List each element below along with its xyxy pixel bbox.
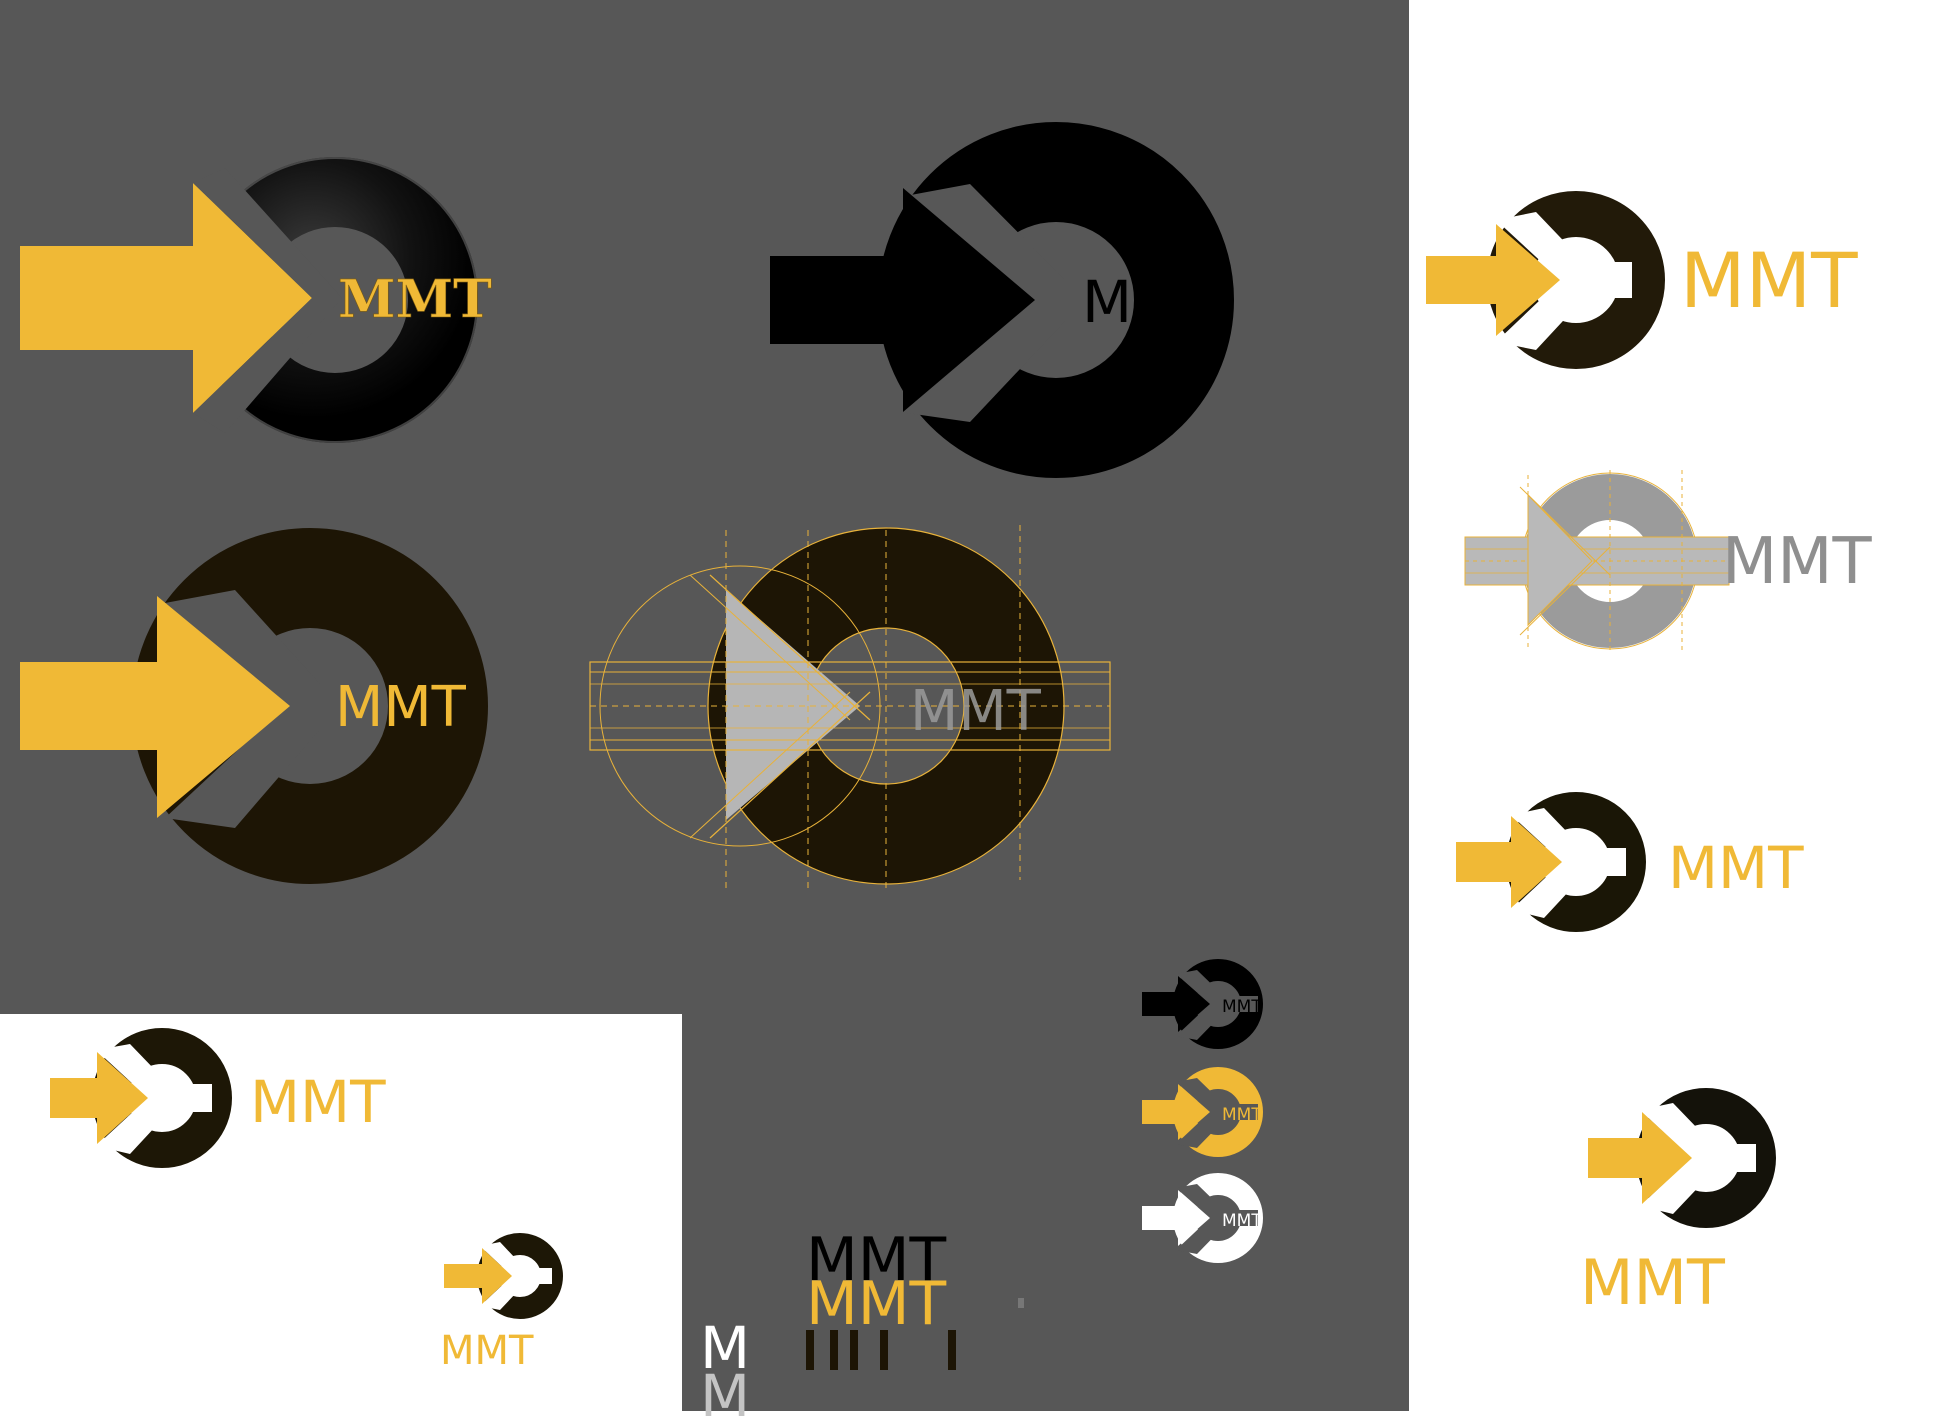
wordmark-black-study: MMT — [806, 1225, 947, 1295]
wordmark-gold-study: MMT — [806, 1269, 947, 1339]
arrow-icon — [1142, 1190, 1210, 1246]
arrow-icon — [20, 183, 312, 413]
arrow-icon — [20, 596, 290, 818]
wordmark-black: MMT — [1082, 268, 1218, 336]
logo-small-gold: MMT — [1142, 1067, 1263, 1157]
wordmark-small: MMT — [1222, 1211, 1262, 1231]
logo-embossed-gold: MMT — [20, 157, 492, 443]
logo-small-black: MMT — [1142, 959, 1263, 1049]
construction-grid-icon — [1464, 470, 1730, 650]
construction-grid-icon — [589, 525, 1111, 890]
wordmark-small: MMT — [1222, 997, 1262, 1017]
logo-bottom-left-stacked — [444, 1233, 563, 1319]
wordmark-gold: MMT — [1668, 834, 1804, 902]
wordmark-gold: MMT — [1580, 1246, 1726, 1319]
logo-right-gray-grid: MMT — [1464, 470, 1872, 650]
type-study-letter-m: M M — [700, 1314, 750, 1428]
arrow-icon — [770, 188, 1035, 412]
logo-small-white: MMT — [1142, 1173, 1263, 1263]
wordmark-gray: MMT — [1722, 525, 1872, 599]
arrow-icon — [50, 1052, 148, 1144]
wordmark-bottom-left-stacked: MMT — [440, 1328, 534, 1374]
arrow-icon — [1142, 1084, 1210, 1140]
letter-m-white: M — [700, 1314, 750, 1382]
arrow-icon — [1426, 224, 1560, 336]
wordmark-right-stacked: MMT — [1580, 1246, 1726, 1319]
gray-panel-bottom — [682, 1010, 1409, 1411]
letter-m-ghost: M — [700, 1362, 750, 1428]
type-study-stacked: MMT MMT — [806, 1225, 1024, 1370]
arrow-icon — [444, 1248, 512, 1304]
logo-right-horizontal-2: MMT — [1456, 792, 1804, 932]
logo-black: MMT — [770, 122, 1234, 478]
wordmark-gold: MMT — [335, 675, 467, 740]
logo-right-stacked — [1588, 1088, 1776, 1228]
wordmark-ghost: MMT — [910, 679, 1042, 744]
wordmark-gold: MMT — [1680, 236, 1858, 325]
arrow-icon — [1142, 976, 1210, 1032]
logo-dark-gold-large: MMT — [20, 528, 488, 884]
arrow-icon — [1456, 816, 1562, 908]
logo-bottom-left-horizontal: MMT — [50, 1028, 386, 1168]
logo-right-horizontal-1: MMT — [1426, 191, 1858, 369]
wordmark-gold: MMT — [250, 1068, 386, 1136]
wordmark-serif: MMT — [338, 269, 492, 330]
arrow-icon — [1588, 1112, 1692, 1204]
wordmark-small: MMT — [1222, 1105, 1262, 1125]
wordmark-gold: MMT — [440, 1328, 534, 1374]
logo-construction-grid: MMT — [589, 525, 1111, 890]
